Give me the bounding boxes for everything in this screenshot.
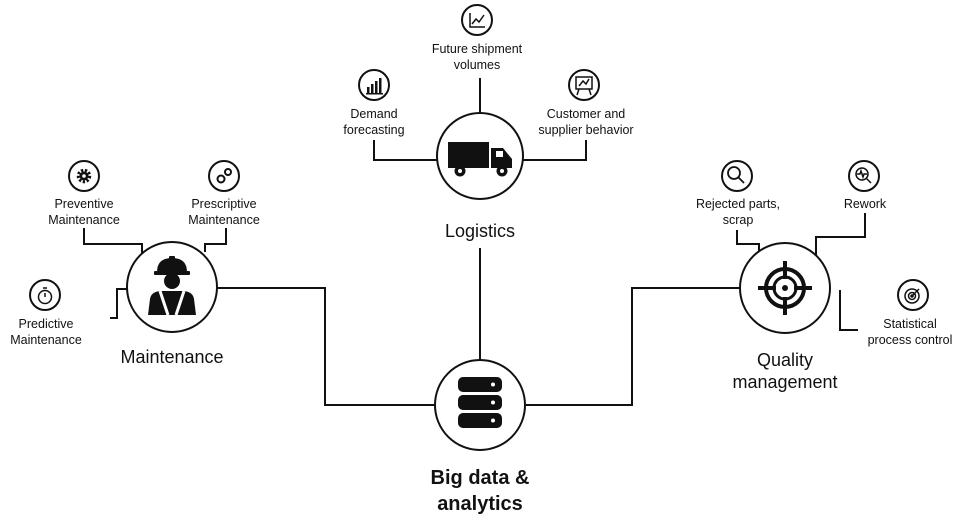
predictive-label: Predictive Maintenance [10, 317, 82, 347]
truck-icon [448, 142, 512, 177]
hub-node [434, 359, 526, 451]
rejected-parts-label: Rejected parts, scrap [695, 197, 781, 227]
bullseye-icon [904, 288, 920, 304]
demand-forecasting-label: Demand forecasting [343, 107, 405, 137]
connector-prescriptive [204, 228, 227, 252]
preventive-label: Preventive Maintenance [48, 197, 120, 227]
logistics-node [436, 112, 524, 200]
maintenance-node [126, 241, 218, 333]
connector-demand-forecasting [373, 140, 438, 161]
magnifier-icon [727, 166, 745, 184]
gear-icon [76, 168, 92, 184]
logistics-title: Logistics [444, 221, 516, 241]
connector-maintenance-hub [217, 287, 435, 406]
quality-node [739, 242, 831, 334]
connector-predictive [110, 288, 127, 319]
connector-spc [839, 290, 858, 331]
future-shipment-label: Future shipment volumes [431, 42, 523, 72]
prescriptive-label: Prescriptive Maintenance [188, 197, 260, 227]
worker-icon [148, 256, 196, 316]
line-chart-icon [469, 13, 485, 28]
heartbeat-search-icon [855, 167, 872, 184]
connector-rejected-parts [736, 230, 760, 255]
quality-title: Quality management [732, 350, 838, 392]
maintenance-title: Maintenance [120, 347, 224, 367]
spc-label: Statistical process control [867, 317, 953, 347]
magnifier-icon-ring [721, 160, 753, 192]
connector-customer-supplier [522, 140, 587, 161]
stopwatch-icon [37, 287, 53, 305]
gears-icon [216, 168, 232, 184]
presentation-board-icon [575, 76, 593, 96]
bar-chart-icon-ring [358, 69, 390, 101]
database-icon [458, 377, 502, 428]
connector-preventive [83, 228, 143, 256]
target-icon [758, 261, 812, 315]
rework-label: Rework [843, 197, 887, 211]
customer-supplier-label: Customer and supplier behavior [538, 107, 634, 137]
connector-quality-hub [526, 287, 742, 406]
hub-title: Big data & analytics [430, 467, 530, 515]
presentation-board-icon-ring [568, 69, 600, 101]
bar-chart-icon [366, 78, 383, 95]
connector-rework [815, 213, 866, 257]
